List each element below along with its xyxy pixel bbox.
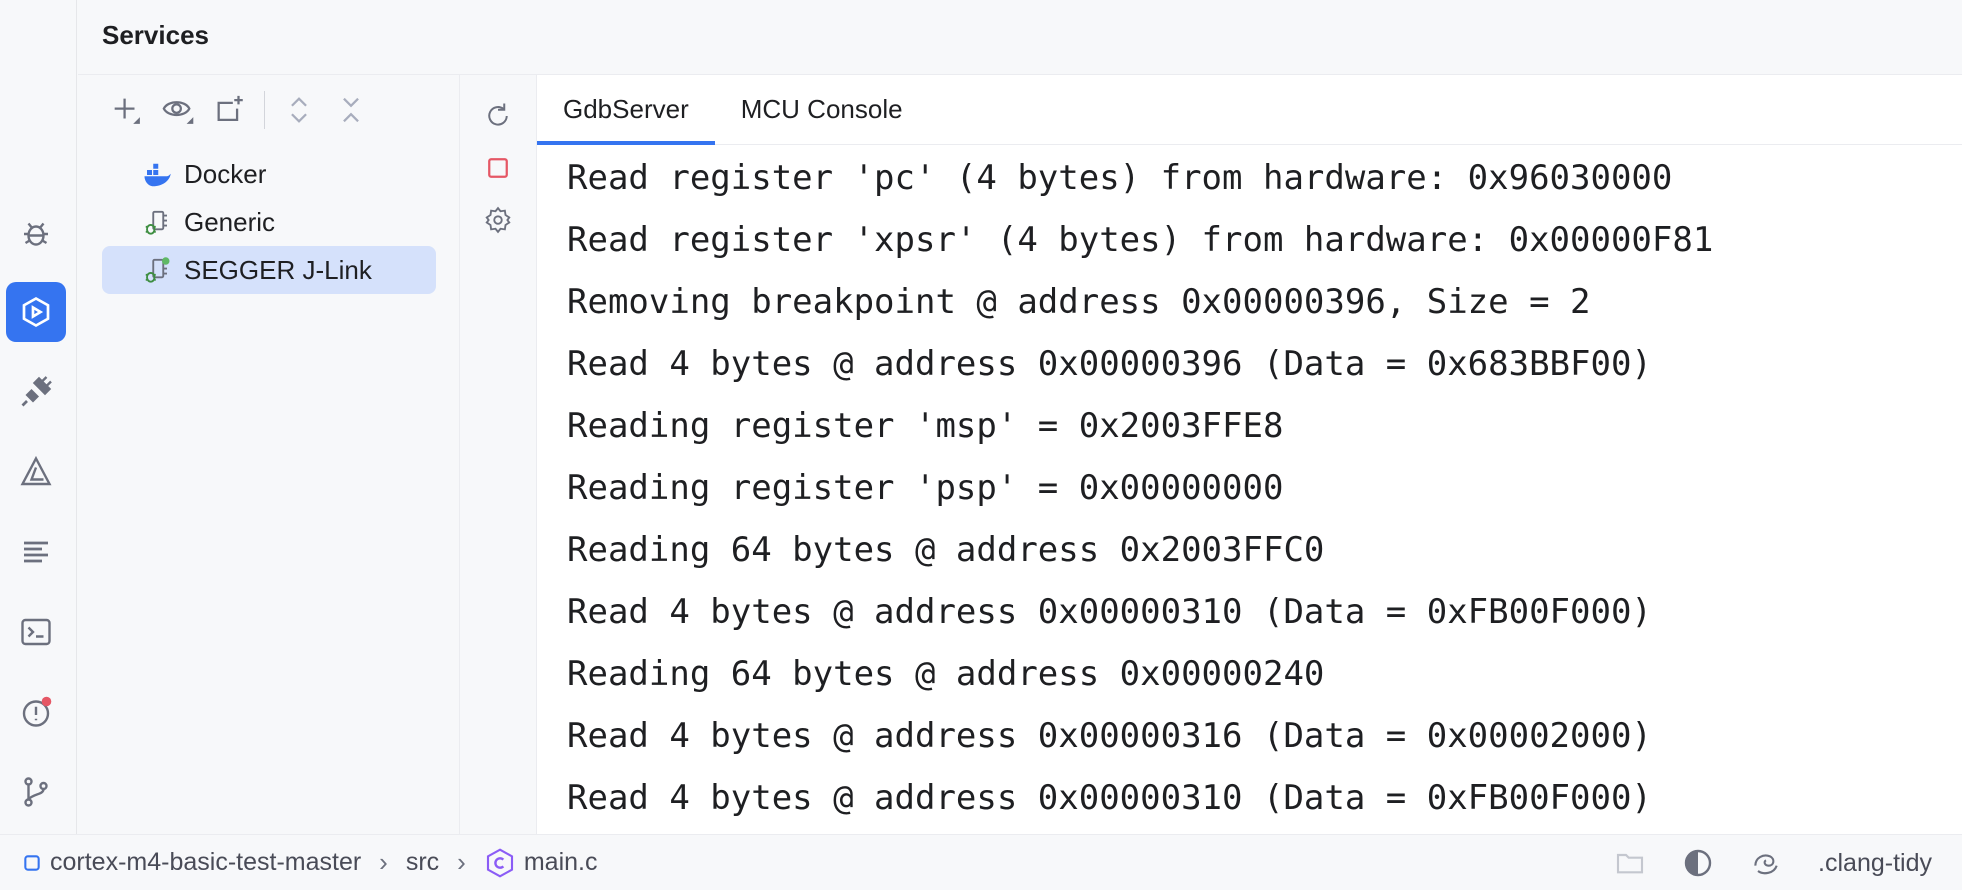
vector-icon[interactable] <box>6 442 66 502</box>
tab-mcu-console[interactable]: MCU Console <box>740 94 903 124</box>
log-line: Reading register 'psp' = 0x00000000 <box>567 468 1284 508</box>
tool-window-strip <box>0 0 77 834</box>
breadcrumb-src[interactable]: src <box>406 848 439 877</box>
c-file-icon <box>486 847 513 878</box>
tree-item-docker[interactable]: Docker <box>102 150 436 198</box>
refresh-icon[interactable] <box>476 90 520 142</box>
breadcrumb-label: src <box>405 848 440 876</box>
tree-item-label: Generic <box>184 206 276 237</box>
settings-icon[interactable] <box>476 194 520 246</box>
debug-icon[interactable] <box>6 204 66 264</box>
breadcrumb-label: main.c <box>523 848 598 876</box>
problems-icon[interactable] <box>6 682 66 742</box>
stop-icon[interactable] <box>476 142 520 194</box>
breadcrumb-file[interactable]: main.c <box>484 847 598 879</box>
chevron-right-icon: › <box>457 847 466 877</box>
status-bar: cortex-m4-basic-test-master › src › main… <box>0 834 1962 890</box>
tree-item-segger-jlink[interactable]: SEGGER J-Link <box>102 246 436 294</box>
docker-icon <box>142 160 172 190</box>
debug-config-running-icon <box>142 256 172 286</box>
tree-item-label: Docker <box>184 158 267 189</box>
breadcrumb-project[interactable]: cortex-m4-basic-test-master <box>22 848 361 877</box>
log-line: Read register 'pc' (4 bytes) from hardwa… <box>567 158 1673 198</box>
view-icon[interactable] <box>152 88 204 132</box>
swirl-icon[interactable] <box>1750 847 1782 879</box>
breadcrumb: cortex-m4-basic-test-master › src › main… <box>0 847 597 879</box>
debug-config-icon <box>142 208 172 238</box>
tree-divider <box>459 75 460 834</box>
console-area: GdbServer MCU Console Read register 'pc'… <box>537 75 1962 834</box>
console-actions <box>476 90 520 246</box>
log-line: Reading 64 bytes @ address 0x00000240 <box>567 654 1325 694</box>
module-icon <box>24 854 40 871</box>
log-line: Read 4 bytes @ address 0x00000316 (Data … <box>567 716 1652 756</box>
terminal-icon[interactable] <box>6 602 66 662</box>
services-tree: Docker Generic SEGGER J-Link <box>102 150 436 294</box>
actions-divider <box>536 75 537 834</box>
console-output[interactable]: Read register 'pc' (4 bytes) from hardwa… <box>537 147 1962 829</box>
new-group-icon[interactable] <box>204 88 256 132</box>
header-divider <box>78 74 1962 75</box>
tree-item-label: SEGGER J-Link <box>184 254 372 285</box>
log-line: Read 4 bytes @ address 0x00000310 (Data … <box>567 778 1652 818</box>
services-panel: Services Doc <box>78 0 1962 834</box>
log-line: Read 4 bytes @ address 0x00000310 (Data … <box>567 592 1652 632</box>
expand-all-icon[interactable] <box>273 88 325 132</box>
status-widgets: .clang-tidy <box>1614 835 1932 890</box>
chevron-right-icon: › <box>379 847 388 877</box>
collapse-all-icon[interactable] <box>325 88 377 132</box>
clang-tidy-widget[interactable]: .clang-tidy <box>1818 848 1932 877</box>
log-line: Reading register 'msp' = 0x2003FFE8 <box>567 406 1284 446</box>
git-branch-icon[interactable] <box>6 762 66 822</box>
structure-icon[interactable] <box>6 522 66 582</box>
plug-icon[interactable] <box>6 362 66 422</box>
panel-title: Services <box>102 20 209 50</box>
folder-icon[interactable] <box>1614 847 1646 879</box>
tree-toolbar <box>100 88 377 132</box>
toolbar-separator <box>264 91 265 129</box>
log-line: Read 4 bytes @ address 0x00000396 (Data … <box>567 344 1652 384</box>
add-icon[interactable] <box>100 88 152 132</box>
console-tabs: GdbServer MCU Console <box>537 75 1962 145</box>
tab-gdbserver[interactable]: GdbServer <box>537 75 715 145</box>
contrast-icon[interactable] <box>1682 847 1714 879</box>
log-line: Removing breakpoint @ address 0x00000396… <box>567 282 1591 322</box>
breadcrumb-label: cortex-m4-basic-test-master <box>50 848 362 876</box>
log-line: Read register 'xpsr' (4 bytes) from hard… <box>567 220 1714 260</box>
log-line: Reading 64 bytes @ address 0x2003FFC0 <box>567 530 1325 570</box>
services-icon[interactable] <box>6 282 66 342</box>
tree-item-generic[interactable]: Generic <box>102 198 436 246</box>
